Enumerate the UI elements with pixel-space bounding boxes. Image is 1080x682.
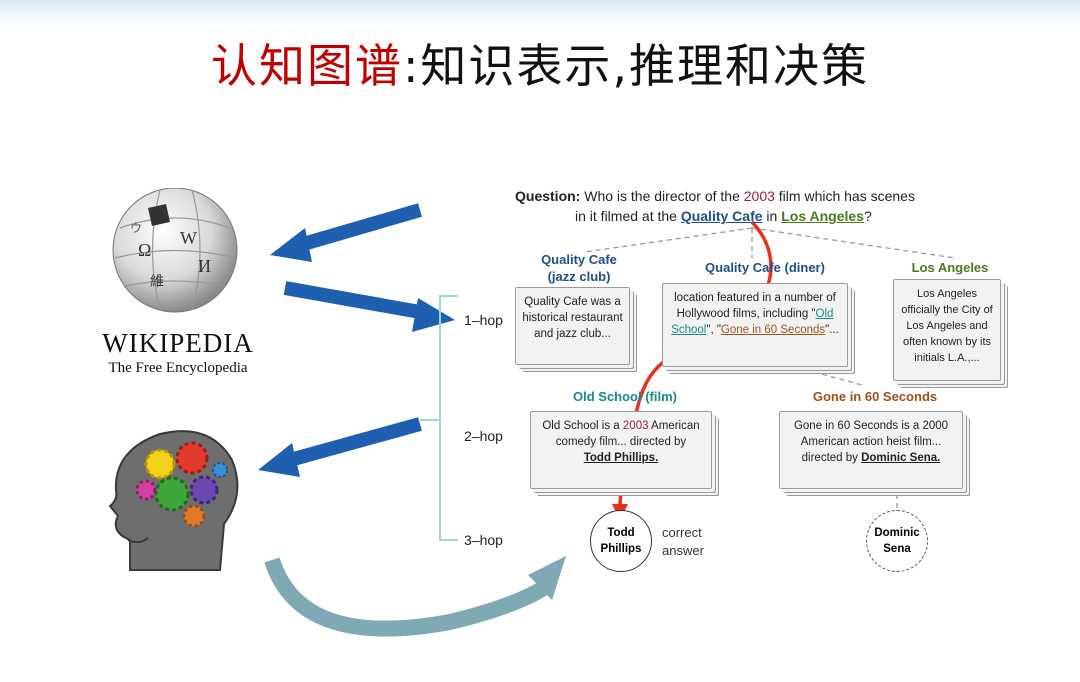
svg-text:Ω: Ω [138, 240, 151, 260]
answer-todd-phillips: Todd Phillips [590, 510, 652, 572]
diner-text-a: location featured in a number of Hollywo… [674, 292, 836, 320]
svg-text:ウ: ウ [130, 221, 142, 235]
node-header-quality-cafe-jazz: Quality Cafe (jazz club) [541, 252, 617, 284]
old-school-director: Todd Phillips. [583, 452, 659, 464]
node-header-old-school: Old School (film) [573, 389, 677, 404]
diner-link-old-school: Old School [671, 308, 834, 336]
arrow-to-brain [258, 417, 422, 477]
question-label: Question: [515, 188, 581, 204]
gone-60-text-b: directed by [801, 452, 862, 464]
gone-60-text-a: Gone in 60 Seconds is a 2000 American ac… [793, 420, 949, 448]
svg-text:W: W [180, 228, 197, 248]
question-text-c: in it filmed at the [575, 208, 681, 224]
question-quality-cafe: Quality Cafe [680, 208, 763, 224]
answer-dominic-sena: Dominic Sena [866, 510, 928, 572]
wikipedia-name: WIKIPEDIA [102, 328, 254, 358]
hop-label-3: 3–hop [464, 532, 503, 548]
node-header-gone-60: Gone in 60 Seconds [812, 389, 938, 404]
hop-label-2: 2–hop [464, 428, 503, 444]
curved-arrow-to-answer [264, 556, 566, 637]
title-black-part: :知识表示,推理和决策 [402, 39, 870, 93]
doc-old-school: Old School is a 2003 American comedy fil… [530, 411, 712, 489]
dashed-links [584, 227, 956, 510]
correct-answer-label: correct answer [662, 525, 704, 558]
top-band [0, 0, 1080, 26]
old-school-text-b: American comedy film... directed by [555, 420, 700, 448]
wikipedia-tagline: The Free Encyclopedia [108, 360, 248, 376]
question-los-angeles: Los Angeles [781, 208, 864, 224]
svg-text:維: 維 [150, 274, 164, 290]
question-mark: ? [863, 208, 872, 224]
question-text-in: in [762, 208, 782, 224]
old-school-text-a: Old School is a [542, 420, 623, 432]
doc-gone-60: Gone in 60 Seconds is a 2000 American ac… [779, 411, 963, 489]
question-text-b: film which has scenes [774, 188, 915, 204]
brain-gears-icon [108, 430, 239, 571]
doc-quality-cafe-jazz: Quality Cafe was a historical restaurant… [515, 287, 630, 365]
old-school-year: 2003 [622, 420, 649, 432]
hop-label-1: 1–hop [464, 312, 503, 328]
page-title: 认知图谱:知识表示,推理和决策 [0, 30, 1080, 96]
question-year: 2003 [743, 188, 775, 204]
doc-los-angeles: Los Angeles officially the City of Los A… [893, 279, 1001, 381]
wikipedia-globe-icon: Ω W И 維 ウ [112, 188, 238, 313]
arrow-from-wikipedia [283, 281, 455, 332]
diner-text-end: "... [825, 324, 839, 336]
node-header-los-angeles: Los Angeles [911, 260, 989, 275]
question-line-2: in it filmed at the Quality Cafe in Los … [575, 208, 975, 224]
arrow-to-wikipedia [270, 203, 422, 262]
doc-quality-cafe-diner: location featured in a number of Hollywo… [662, 283, 848, 367]
gone-60-director: Dominic Sena. [861, 452, 941, 464]
diner-text-mid: ", " [706, 324, 721, 336]
diner-link-gone-60: Gone in 60 Seconds [720, 324, 826, 336]
hop-bracket [420, 295, 458, 541]
title-red-part: 认知图谱 [210, 39, 403, 93]
question-text-a: Who is the director of the [580, 188, 744, 204]
svg-text:И: И [198, 256, 211, 276]
node-header-quality-cafe-diner: Quality Cafe (diner) [705, 260, 825, 275]
question-line-1: Question: Who is the director of the 200… [515, 188, 975, 204]
